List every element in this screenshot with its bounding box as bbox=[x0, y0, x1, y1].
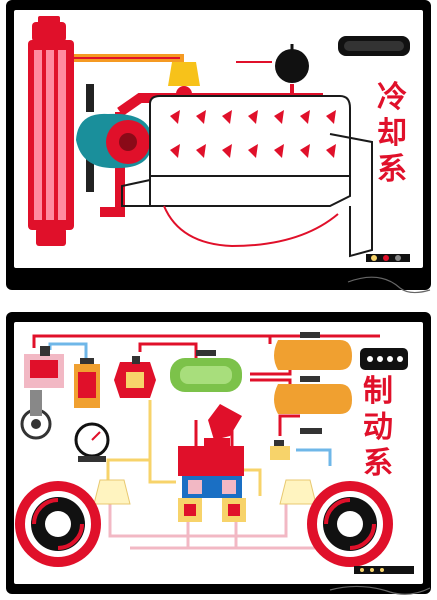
pressure-gauge bbox=[74, 422, 110, 462]
quick-release-valve bbox=[270, 428, 322, 460]
panel-title-cooling-text: 冷却系 bbox=[377, 80, 407, 187]
four-circuit-protection-valve bbox=[114, 356, 156, 398]
air-compressor bbox=[20, 346, 64, 440]
panel-title-brake-text: 制动系 bbox=[363, 374, 393, 481]
expansion-tank bbox=[236, 44, 309, 100]
bracket bbox=[86, 84, 94, 112]
air-reservoir-green bbox=[170, 350, 242, 392]
brake-pedal bbox=[204, 404, 242, 446]
pressure-regulator bbox=[74, 358, 100, 408]
panel-title-cooling: 冷却系 bbox=[372, 80, 412, 188]
power-cable bbox=[329, 585, 431, 595]
panel-title-brake: 制动系 bbox=[358, 374, 398, 482]
brake-drum-right bbox=[307, 481, 393, 567]
radiator bbox=[28, 16, 74, 246]
brake-valve bbox=[178, 446, 246, 522]
air-reservoir-upper bbox=[274, 332, 352, 370]
upper-hose bbox=[74, 54, 184, 78]
bracket bbox=[86, 152, 94, 192]
gauge-slot bbox=[360, 348, 408, 370]
indicator-lights bbox=[366, 254, 410, 262]
brake-chamber-left bbox=[93, 479, 131, 505]
coolant-flow-arrows bbox=[170, 110, 336, 158]
brake-drum-left bbox=[15, 481, 101, 567]
power-cable bbox=[347, 276, 431, 294]
brake-chamber-right bbox=[279, 479, 317, 505]
water-pump bbox=[76, 113, 153, 169]
air-reservoir-lower bbox=[274, 376, 352, 414]
